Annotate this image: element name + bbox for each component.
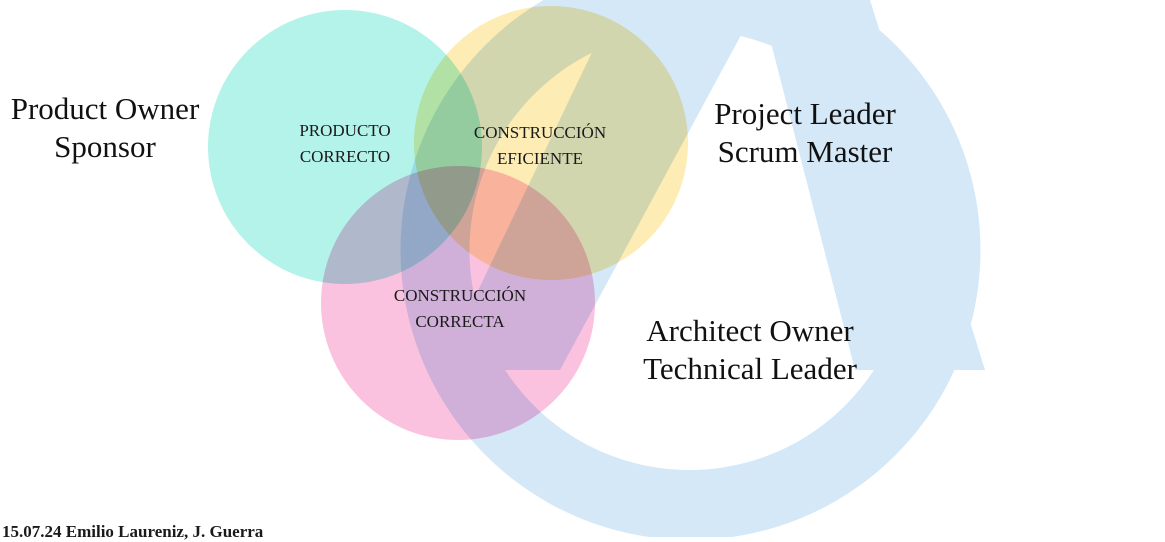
role-product-line1: Product Owner bbox=[10, 91, 200, 126]
role-project-line2: Scrum Master bbox=[717, 134, 893, 169]
role-architect-owner: Architect Owner Technical Leader bbox=[630, 312, 870, 388]
role-architect-line2: Technical Leader bbox=[643, 351, 857, 386]
role-product-line2: Sponsor bbox=[54, 129, 156, 164]
area-producto-line2: CORRECTO bbox=[299, 147, 391, 166]
area-correcta-line2: CORRECTA bbox=[415, 312, 505, 331]
footer-caption: 15.07.24 Emilio Laureniz, J. Guerra bbox=[2, 522, 264, 541]
role-product-owner: Product Owner Sponsor bbox=[0, 90, 210, 166]
role-project-line1: Project Leader bbox=[714, 96, 896, 131]
circle-construccion-correcta bbox=[321, 166, 595, 440]
area-construccion-correcta: CONSTRUCCIÓN CORRECTA bbox=[370, 283, 550, 335]
area-construccion-eficiente: CONSTRUCCIÓN EFICIENTE bbox=[450, 120, 630, 172]
area-eficiente-line1: CONSTRUCCIÓN bbox=[473, 123, 607, 142]
role-project-leader: Project Leader Scrum Master bbox=[700, 95, 910, 171]
role-architect-line1: Architect Owner bbox=[646, 313, 854, 348]
area-eficiente-line2: EFICIENTE bbox=[497, 149, 583, 168]
area-producto-correcto: PRODUCTO CORRECTO bbox=[270, 118, 420, 170]
area-producto-line1: PRODUCTO bbox=[299, 121, 391, 140]
area-correcta-line1: CONSTRUCCIÓN bbox=[393, 286, 527, 305]
watermark-right-leg bbox=[760, 0, 985, 370]
